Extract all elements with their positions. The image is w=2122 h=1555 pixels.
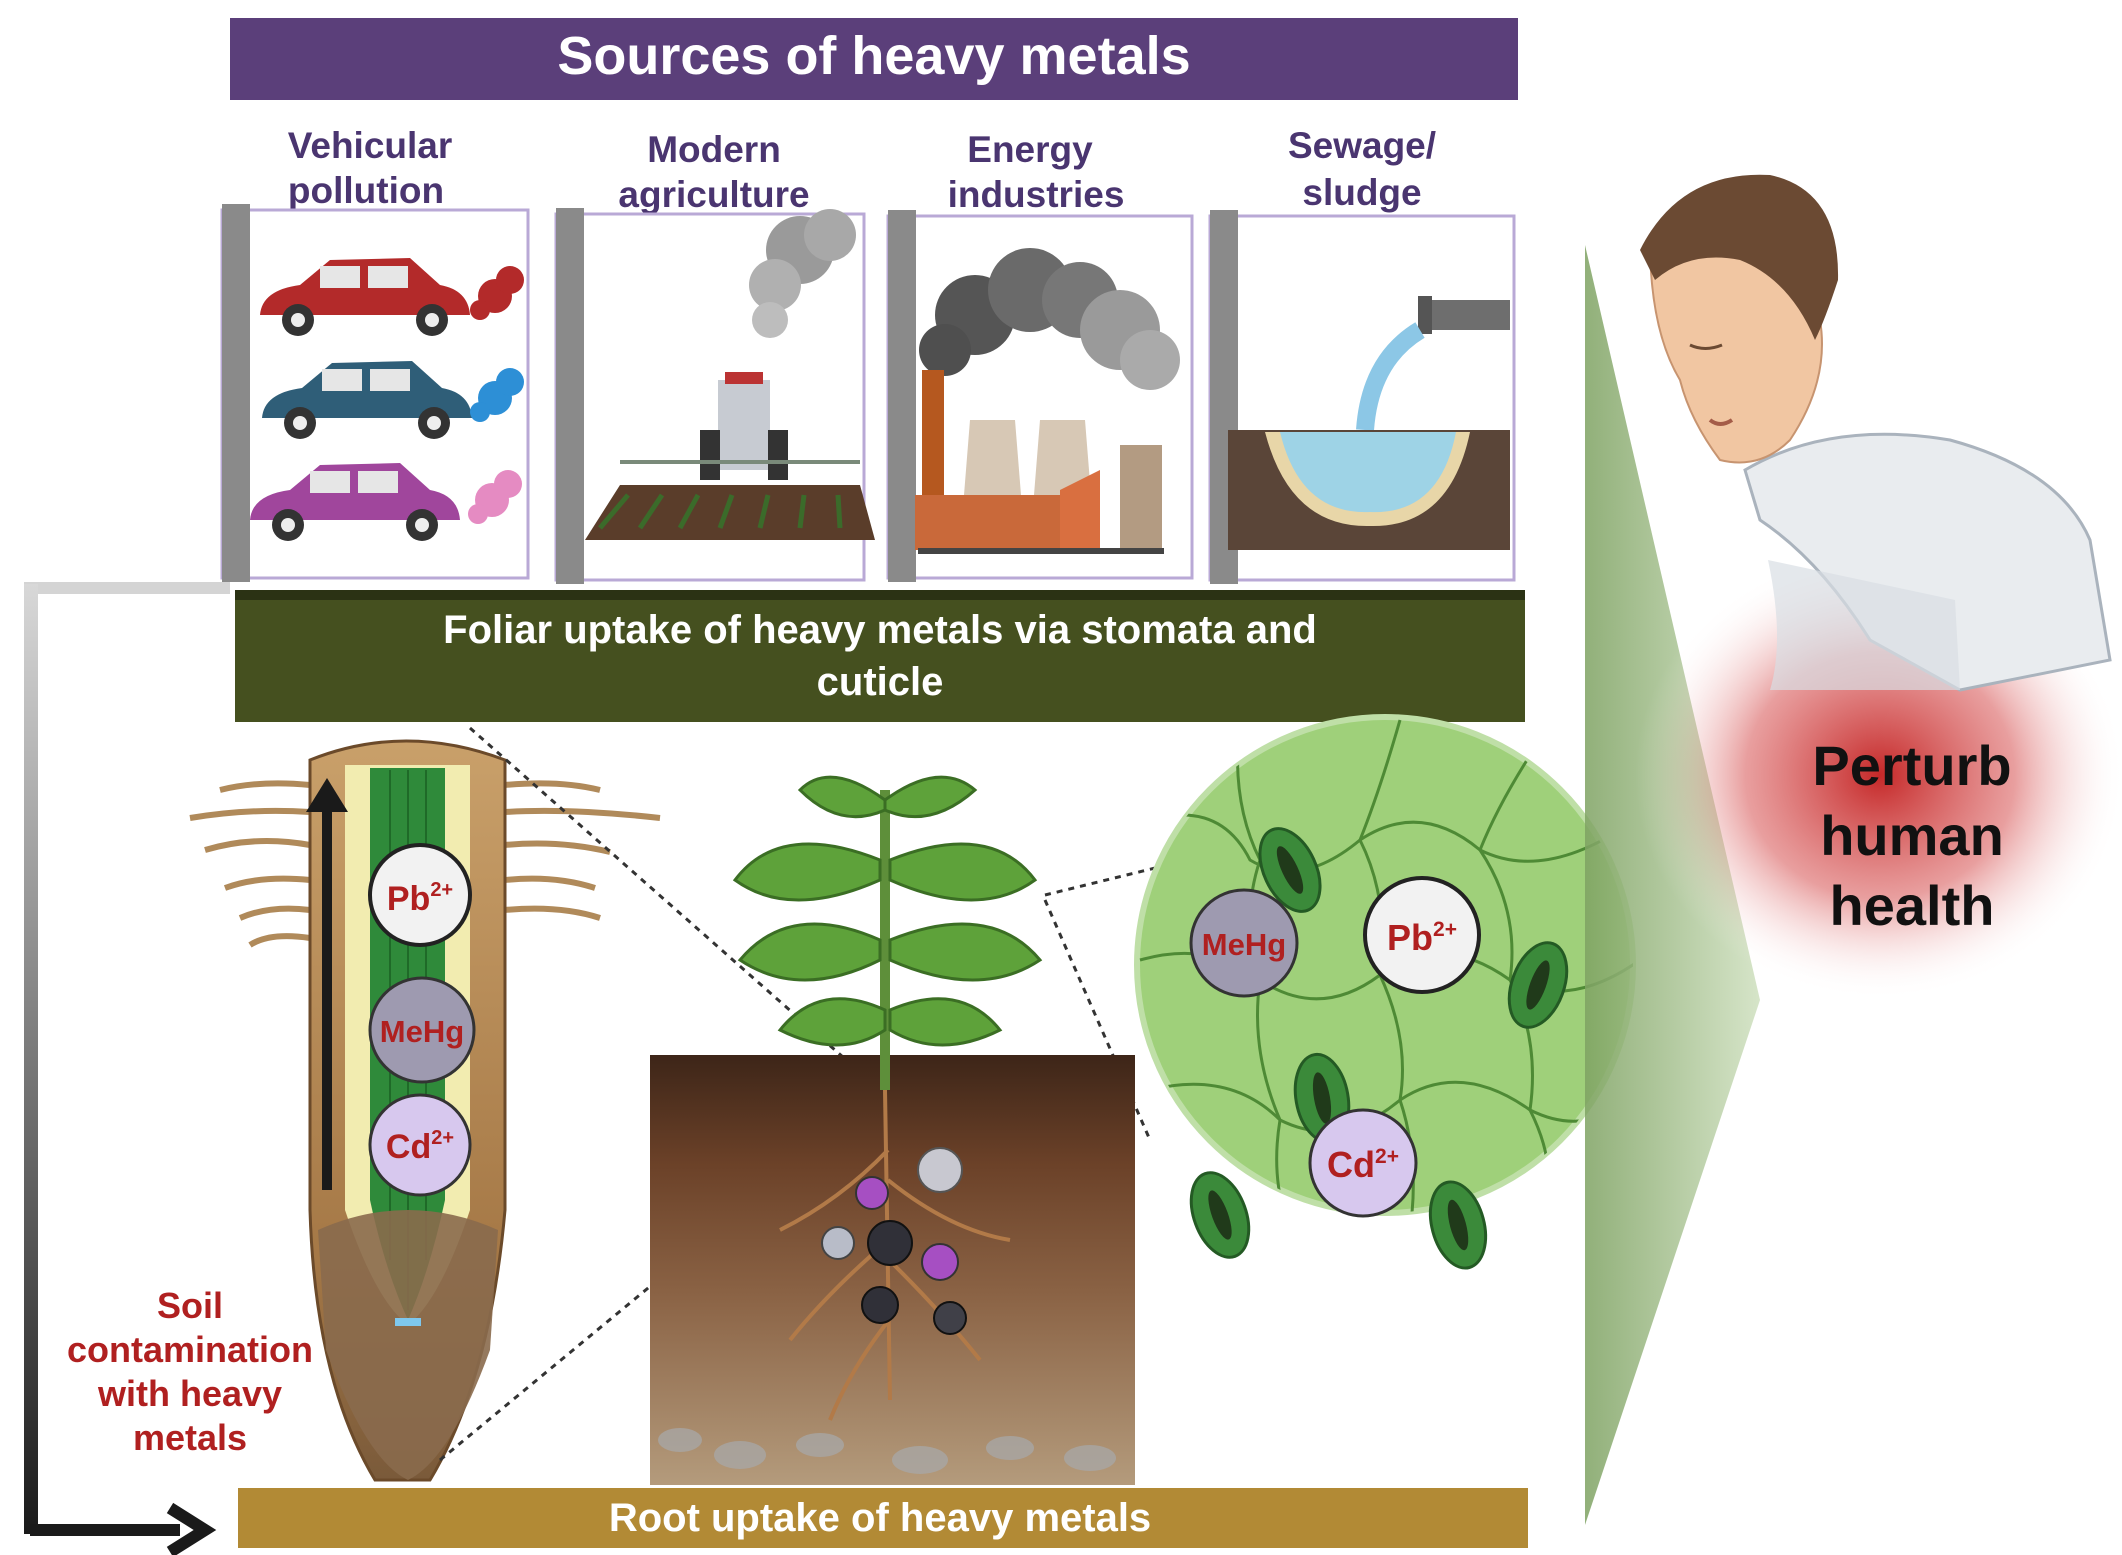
svg-text:contamination: contamination <box>67 1329 313 1370</box>
sewage-pipe-icon <box>1228 296 1510 550</box>
ion-cd-leaf: Cd2+ <box>1308 1108 1418 1218</box>
source-label-line1: Modern <box>647 129 781 170</box>
tractor-spraying-icon <box>585 209 875 540</box>
ion-mehg-leaf: MeHg <box>1189 888 1299 998</box>
hair-shape <box>1640 174 1839 340</box>
source-label-line2: sludge <box>1302 172 1421 213</box>
panel-post <box>556 208 584 584</box>
svg-text:Soil: Soil <box>157 1285 223 1326</box>
plant-in-soil <box>650 775 1135 1485</box>
ion-symbol: Cd <box>1327 1144 1375 1185</box>
foliar-background <box>235 590 1525 722</box>
source-vehicular: Vehicular pollution <box>220 125 530 582</box>
source-sewage: Sewage/ sludge <box>1208 125 1516 584</box>
root-uptake-label: Root uptake of heavy metals <box>609 1496 1151 1540</box>
svg-text:Perturb: Perturb <box>1812 734 2011 797</box>
soil-flow-arrow <box>24 582 230 1555</box>
arrow-vertical-segment <box>24 584 38 1534</box>
source-label-line2: pollution <box>288 170 444 211</box>
svg-text:with heavy: with heavy <box>97 1373 282 1414</box>
svg-text:metals: metals <box>133 1417 247 1458</box>
ion-charge: 2+ <box>430 879 453 901</box>
arrow-head-icon <box>166 1502 217 1555</box>
foliar-uptake-banner: Foliar uptake of heavy metals via stomat… <box>235 590 1525 722</box>
sick-person-illustration <box>1635 174 2122 1000</box>
ion-charge: 2+ <box>1433 918 1457 941</box>
source-agriculture: Modern agriculture <box>554 129 875 584</box>
svg-text:Cd2+: Cd2+ <box>1327 1144 1399 1185</box>
ion-pb-root: Pb2+ <box>368 843 472 947</box>
source-label-line1: Sewage/ <box>1288 125 1436 166</box>
svg-text:Pb2+: Pb2+ <box>1387 917 1457 958</box>
metal-particles <box>821 1147 967 1335</box>
ion-pb-leaf: Pb2+ <box>1363 876 1481 994</box>
foliar-line1: Foliar uptake of heavy metals via stomat… <box>443 608 1317 652</box>
svg-text:Cd2+: Cd2+ <box>386 1127 454 1166</box>
stomata-icons <box>1189 827 1569 1270</box>
ion-cd-root: Cd2+ <box>368 1093 472 1197</box>
root-cap <box>318 1210 498 1480</box>
root-uptake-background <box>238 1488 1528 1548</box>
ion-symbol: Pb <box>387 880 430 918</box>
soil-block <box>650 1055 1135 1485</box>
root-hairs <box>189 780 661 948</box>
source-energy: Energy industries <box>886 129 1194 582</box>
panel-post <box>888 210 916 582</box>
source-label-line1: Vehicular <box>288 125 453 166</box>
svg-text:Pb2+: Pb2+ <box>387 879 453 918</box>
ion-symbol: MeHg <box>380 1014 464 1049</box>
health-label: Perturb human health <box>1812 734 2011 937</box>
factory-smoke-icon <box>915 248 1180 554</box>
plant-leaves <box>732 775 1043 1047</box>
header-title: Sources of heavy metals <box>557 26 1190 86</box>
ion-mehg-root: MeHg <box>368 976 476 1084</box>
header-banner: Sources of heavy metals <box>230 18 1518 100</box>
header-background <box>230 18 1518 100</box>
ion-symbol: Cd <box>386 1128 431 1166</box>
source-label-line1: Energy <box>967 129 1093 170</box>
ion-charge: 2+ <box>1375 1145 1399 1168</box>
svg-text:human: human <box>1820 804 2004 867</box>
ion-symbol: Pb <box>1387 917 1433 958</box>
foliar-line2: cuticle <box>817 660 944 704</box>
source-label-line2: agriculture <box>618 174 809 215</box>
cars-exhaust-icon <box>250 258 524 541</box>
soil-contamination-label: Soil contamination with heavy metals <box>67 1285 313 1458</box>
svg-text:health: health <box>1830 874 1995 937</box>
panel-post <box>222 204 250 582</box>
ion-charge: 2+ <box>431 1127 454 1149</box>
upward-arrow-icon <box>306 778 348 812</box>
root-uptake-banner: Root uptake of heavy metals <box>238 1488 1528 1548</box>
ion-symbol: MeHg <box>1202 927 1286 962</box>
source-label-line2: industries <box>948 174 1125 215</box>
upward-arrow-shaft <box>322 800 332 1190</box>
